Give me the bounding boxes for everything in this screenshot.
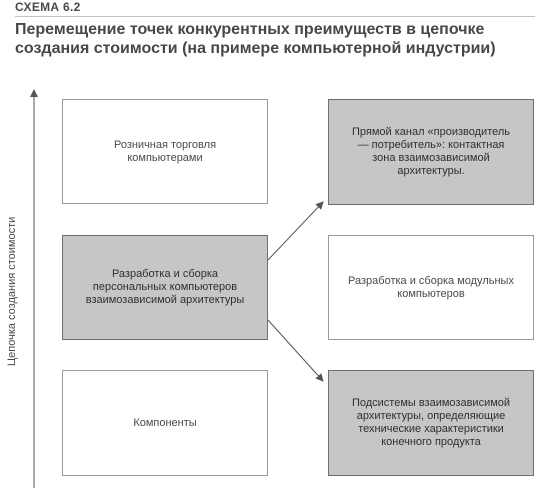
box-direct-channel: Прямой канал «производитель — потребител… bbox=[328, 99, 534, 205]
value-chain-axis-label-text: Цепочка создания стоимости bbox=[6, 216, 18, 366]
box-pc-development: Разработка и сборка персональных компьют… bbox=[62, 235, 268, 340]
figure-label: СХЕМА 6.2 bbox=[15, 0, 81, 14]
header-divider bbox=[15, 16, 535, 17]
figure-title: Перемещение точек конкурентных преимущес… bbox=[15, 21, 496, 57]
box-subsystems: Подсистемы взаимозависимой архитектуры, … bbox=[328, 370, 534, 476]
arrow-to-subsystems bbox=[267, 319, 324, 382]
box-components: Компоненты bbox=[62, 370, 268, 476]
arrow-to-direct-channel bbox=[267, 201, 324, 261]
box-retail: Розничная торговля компьютерами bbox=[62, 99, 268, 204]
box-modular-computers: Разработка и сборка модульных компьютеро… bbox=[328, 235, 534, 340]
